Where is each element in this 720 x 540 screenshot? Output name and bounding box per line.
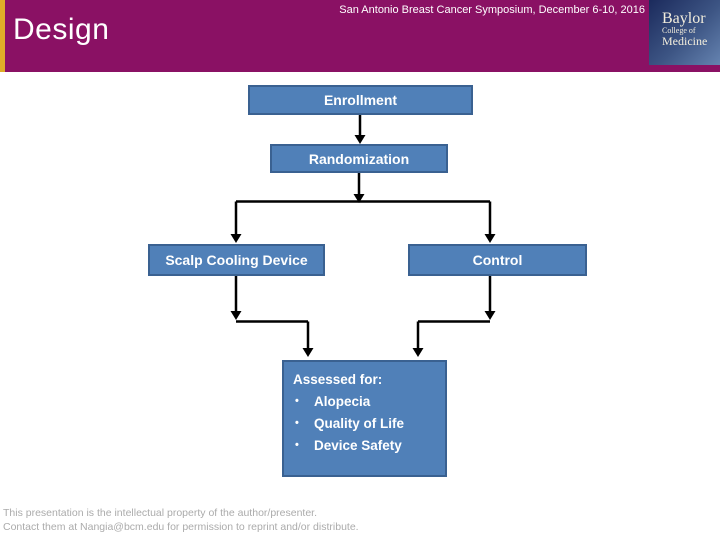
list-item: • Alopecia	[293, 393, 439, 410]
flowchart-box-control: Control	[408, 244, 587, 276]
list-item: • Quality of Life	[293, 415, 439, 432]
arrowhead-icon	[302, 348, 314, 357]
logo-text-baylor: Baylor	[662, 10, 706, 27]
slide-header: San Antonio Breast Cancer Symposium, Dec…	[0, 0, 720, 72]
logo-text-college: College of	[662, 26, 696, 35]
symposium-text: San Antonio Breast Cancer Symposium, Dec…	[339, 4, 645, 16]
gold-accent-strip	[0, 0, 5, 72]
bullet-icon: •	[295, 439, 299, 451]
list-item: • Device Safety	[293, 437, 439, 454]
assessed-item-label: Device Safety	[314, 438, 402, 453]
bullet-icon: •	[295, 417, 299, 429]
flowchart-box-enrollment: Enrollment	[248, 85, 473, 115]
footer-line-2: Contact them at Nangia@bcm.edu for permi…	[3, 520, 359, 533]
footer-line-1: This presentation is the intellectual pr…	[3, 507, 318, 519]
arrowhead-icon	[412, 348, 424, 357]
arrowhead-icon	[230, 234, 242, 243]
flowchart-box-randomization: Randomization	[270, 144, 448, 173]
arrowhead-icon	[484, 311, 496, 320]
logo-text-medicine: Medicine	[662, 34, 708, 48]
footer-disclaimer: This presentation is the intellectual pr…	[3, 507, 359, 534]
assessed-item-label: Alopecia	[314, 394, 371, 409]
assessed-title: Assessed for:	[293, 372, 383, 387]
arrowhead-icon	[484, 234, 496, 243]
arrowhead-icon	[353, 194, 365, 203]
baylor-logo: Baylor College of Medicine	[649, 0, 720, 65]
bullet-icon: •	[295, 395, 299, 407]
assessed-item-label: Quality of Life	[314, 416, 405, 431]
flowchart-box-assessed-for: Assessed for: • Alopecia • Quality of Li…	[282, 360, 447, 477]
arrowhead-icon	[354, 135, 366, 144]
flowchart-box-scalp-cooling-device: Scalp Cooling Device	[148, 244, 325, 276]
arrowhead-icon	[230, 311, 242, 320]
page-title: Design	[13, 13, 110, 46]
